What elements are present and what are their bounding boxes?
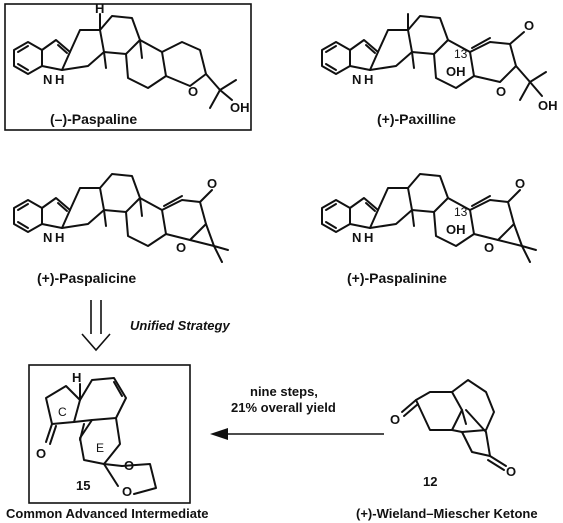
paspalinine-structure: O 13 OH O N H (+)-Paspalinine — [321, 173, 537, 286]
intermediate-h: H — [72, 370, 81, 385]
intermediate-ring-e: E — [96, 441, 104, 455]
paspalinine-nh: H — [364, 230, 373, 245]
paxilline-pos-13: 13 — [454, 47, 468, 61]
intermediate-label: Common Advanced Intermediate — [6, 506, 209, 521]
forward-arrowhead — [210, 428, 228, 440]
intermediate-number: 15 — [76, 478, 90, 493]
paspaline-nh: H — [55, 72, 64, 87]
paspaline-oh: OH — [230, 100, 250, 115]
wieland-miescher-structure: O O 12 (+)-Wieland–Miescher Ketone — [356, 379, 538, 521]
wieland-o1: O — [390, 412, 400, 427]
paspalicine-structure: O O N H (+)-Paspalicine — [13, 173, 229, 286]
paspaline-n: N — [43, 72, 52, 87]
retrosynthetic-arrow: Unified Strategy — [81, 300, 230, 352]
forward-label-2: 21% overall yield — [231, 400, 336, 415]
paspalicine-n: N — [43, 230, 52, 245]
paspaline-label: (–)-Paspaline — [50, 111, 137, 127]
paxilline-label: (+)-Paxilline — [377, 111, 456, 127]
paxilline-o: O — [496, 84, 506, 99]
intermediate-ring-c: C — [58, 405, 67, 419]
paxilline-n: N — [352, 72, 361, 87]
paspalinine-ketone-o: O — [515, 176, 525, 191]
paspaline-box — [4, 3, 252, 131]
forward-label-1: nine steps, — [250, 384, 318, 399]
paspaline-structure: H N H O OH (–)-Paspaline — [4, 1, 252, 131]
wieland-number: 12 — [423, 474, 437, 489]
forward-arrow: nine steps, 21% overall yield — [210, 384, 384, 440]
intermediate-ketone-o: O — [36, 446, 46, 461]
paspaline-h-top: H — [95, 1, 104, 16]
paspalicine-ether-o: O — [176, 240, 186, 255]
paspalicine-ketone-o: O — [207, 176, 217, 191]
paxilline-structure: O 13 OH N H O OH (+)-Paxilline — [321, 13, 558, 127]
paspaline-o: O — [188, 84, 198, 99]
paspalinine-n: N — [352, 230, 361, 245]
intermediate-o2: O — [122, 484, 132, 499]
paspalicine-nh: H — [55, 230, 64, 245]
paxilline-nh: H — [364, 72, 373, 87]
intermediate-structure: H O O O C E 15 Common Advanced Intermedi… — [6, 364, 209, 521]
paspalinine-oh13: OH — [446, 222, 466, 237]
paspalinine-pos-13: 13 — [454, 205, 468, 219]
paxilline-ketone-o: O — [524, 18, 534, 33]
paxilline-oh: OH — [538, 98, 558, 113]
intermediate-box — [28, 364, 191, 504]
paxilline-oh13: OH — [446, 64, 466, 79]
unified-strategy-label: Unified Strategy — [130, 318, 230, 333]
wieland-label: (+)-Wieland–Miescher Ketone — [356, 506, 538, 521]
paspalinine-label: (+)-Paspalinine — [347, 270, 447, 286]
paspalinine-ether-o: O — [484, 240, 494, 255]
intermediate-o1: O — [124, 458, 134, 473]
paspalicine-label: (+)-Paspalicine — [37, 270, 136, 286]
wieland-o2: O — [506, 464, 516, 479]
